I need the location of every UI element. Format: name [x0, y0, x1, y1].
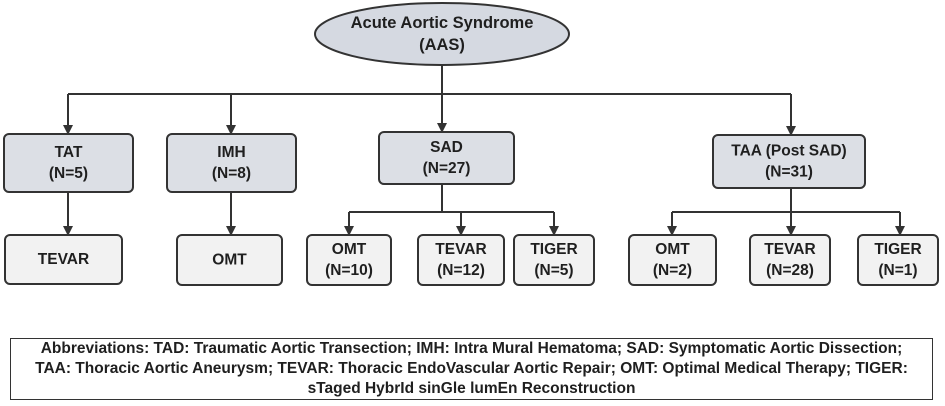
node-label-line: TEVAR	[38, 251, 89, 268]
category-node-tat: TAT (N=5)	[3, 133, 134, 193]
treatment-node-shape	[628, 234, 717, 286]
treatment-node-sad-omt: OMT (N=10)	[306, 234, 392, 286]
node-label-line: (N=5)	[534, 262, 573, 279]
node-label-line: OMT	[332, 241, 367, 258]
category-node-shape	[166, 133, 297, 193]
category-node-shape	[3, 133, 134, 193]
node-label-line: TIGER	[530, 241, 577, 258]
category-node-taa: TAA (Post SAD) (N=31)	[712, 134, 866, 189]
node-label-line: OMT	[212, 252, 247, 269]
treatment-node-tat-tevar: TEVAR	[4, 234, 123, 285]
connectors	[63, 65, 905, 236]
treatment-node-shape	[4, 234, 123, 285]
node-label-line: (N=28)	[766, 262, 814, 279]
node-label-line: IMH	[217, 144, 245, 161]
treatment-node-shape	[857, 234, 939, 286]
node-label-line: (N=10)	[325, 262, 373, 279]
node-label-line: (N=12)	[437, 262, 485, 279]
node-label-line: (N=2)	[653, 262, 692, 279]
node-label-line: SAD	[430, 139, 463, 156]
category-node-shape	[378, 131, 515, 185]
treatment-node-sad-tiger: TIGER (N=5)	[513, 234, 595, 286]
node-label-line: (N=5)	[49, 165, 88, 182]
treatment-node-sad-tevar: TEVAR (N=12)	[417, 234, 505, 286]
root-node-shape	[314, 2, 570, 66]
category-node-imh: IMH (N=8)	[166, 133, 297, 193]
node-label-line: TAT	[55, 144, 83, 161]
root-node-aas: Acute Aortic Syndrome (AAS)	[314, 2, 570, 66]
treatment-node-shape	[417, 234, 505, 286]
node-label-line: TAA (Post SAD)	[731, 143, 846, 160]
treatment-node-shape	[306, 234, 392, 286]
abbreviations-text: Abbreviations: TAD: Traumatic Aortic Tra…	[35, 340, 908, 397]
node-label-line: Acute Aortic Syndrome	[351, 14, 534, 32]
node-label-line: TEVAR	[764, 241, 815, 258]
treatment-node-taa-tevar: TEVAR (N=28)	[749, 234, 831, 286]
node-label-line: TEVAR	[435, 241, 486, 258]
node-label-line: TIGER	[874, 241, 921, 258]
node-label-line: (N=31)	[765, 164, 813, 181]
node-label-line: (N=8)	[212, 165, 251, 182]
abbreviations-legend: Abbreviations: TAD: Traumatic Aortic Tra…	[10, 338, 933, 400]
treatment-node-imh-omt: OMT	[176, 234, 283, 286]
node-label-line: (N=1)	[878, 262, 917, 279]
treatment-node-shape	[176, 234, 283, 286]
nodes: Acute Aortic Syndrome (AAS) TAT (N=5) IMH (N=…	[3, 2, 939, 286]
category-node-sad: SAD (N=27)	[378, 131, 515, 185]
node-label-line: OMT	[655, 241, 690, 258]
treatment-node-shape	[513, 234, 595, 286]
treatment-node-taa-omt: OMT (N=2)	[628, 234, 717, 286]
node-label-line: (AAS)	[419, 36, 465, 54]
treatment-node-taa-tiger: TIGER (N=1)	[857, 234, 939, 286]
node-label-line: (N=27)	[423, 160, 471, 177]
treatment-node-shape	[749, 234, 831, 286]
category-node-shape	[712, 134, 866, 189]
